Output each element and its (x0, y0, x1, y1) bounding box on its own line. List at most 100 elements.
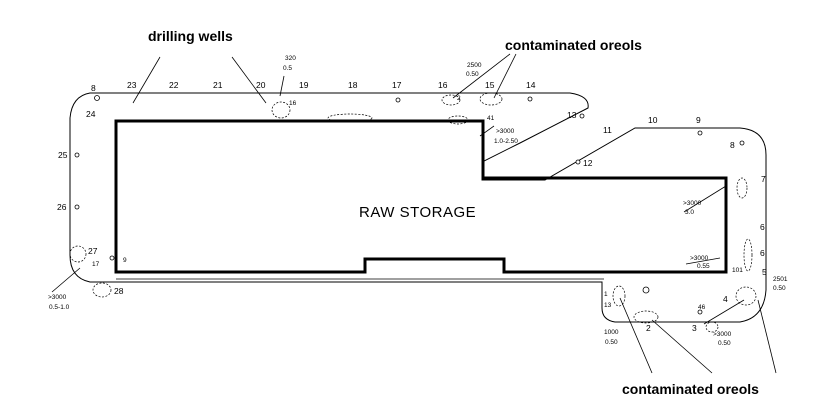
annotation-value: 0.55 (697, 263, 710, 270)
well-number: 16 (438, 80, 448, 90)
well-number: 6 (760, 222, 765, 232)
annotation-value: 1.0-2.50 (494, 138, 518, 145)
leader-anno-bottom-right (703, 299, 745, 325)
oreol-upper-mid (327, 113, 373, 123)
well-marker (395, 97, 401, 103)
outer-boundary (69, 92, 767, 323)
leader-anno-upper-mid (479, 125, 495, 137)
oreol-right-corner (735, 286, 757, 306)
well-number: 18 (348, 80, 358, 90)
well-number: 19 (299, 80, 309, 90)
well-marker (94, 95, 100, 101)
label-drilling-wells: drilling wells (148, 28, 233, 44)
well-number: 7 (761, 174, 766, 184)
label-raw-storage: RAW STORAGE (359, 204, 476, 221)
well-marker (527, 96, 533, 102)
well-number: 8 (91, 83, 96, 93)
well-number: 24 (86, 109, 96, 119)
well-number: 3 (692, 323, 697, 333)
well-number: 1 (604, 291, 608, 298)
annotation-value: 3.0 (685, 209, 694, 216)
oreol-right-lower (743, 238, 753, 272)
leader-anno-right-mid (683, 185, 727, 213)
well-number: 25 (58, 150, 68, 160)
well-number: 10 (648, 115, 658, 125)
annotation-value: >3000 (713, 331, 732, 338)
oreol-top-a (441, 94, 461, 106)
label-contaminated-oreols-bottom: contaminated oreols (622, 381, 759, 397)
oreol-top-left (271, 101, 291, 119)
well-number: 28 (114, 286, 124, 296)
well-number: 6 (760, 248, 765, 258)
oreol-right-mid (736, 177, 748, 199)
well-number: 41 (487, 115, 495, 122)
well-marker (109, 255, 115, 261)
well-marker (697, 309, 703, 315)
annotation-value: >3000 (690, 255, 709, 262)
label-contaminated-oreols-top: contaminated oreols (505, 37, 642, 53)
leader-contam-top-2 (493, 53, 517, 99)
well-number: 4 (723, 294, 728, 304)
well-marker (739, 140, 745, 146)
well-marker (579, 113, 585, 119)
oreol-left-27 (69, 245, 87, 263)
well-number: 17 (92, 261, 100, 268)
annotation-value: 0.50 (466, 71, 479, 78)
well-number: 9 (123, 257, 127, 264)
annotation-value: 0.5 (283, 65, 292, 72)
leader-anno-right-low (685, 257, 721, 265)
well-number: 27 (88, 246, 98, 256)
leader-anno-top-left (279, 75, 285, 97)
annotation-value: 0.50 (773, 285, 786, 292)
leader-drilling-2 (231, 56, 267, 104)
well-number: 2 (457, 95, 461, 102)
annotation-value: 1000 (604, 329, 619, 336)
leader-contam-top-1 (452, 53, 511, 99)
well-number: 13 (567, 110, 577, 120)
well-number: 2 (646, 323, 651, 333)
leader-contam-bottom-3 (757, 299, 777, 374)
well-number: 20 (256, 80, 266, 90)
well-number: 16 (289, 100, 297, 107)
annotation-value: >3000 (496, 128, 515, 135)
annotation-value: 0.50 (605, 339, 618, 346)
leader-contam-bottom-1 (619, 297, 653, 374)
well-number: 14 (526, 80, 536, 90)
annotation-value: 0.50 (718, 340, 731, 347)
annotation-value: 0.5-1.0 (49, 304, 70, 311)
well-marker (575, 159, 581, 165)
well-number: 5 (762, 267, 767, 277)
oreol-top-b (479, 92, 503, 106)
leader-anno-bottom-left (51, 267, 81, 293)
well-marker (642, 286, 650, 294)
well-marker (74, 152, 80, 158)
oreol-bottom-3 (705, 321, 719, 333)
leader-drilling-1 (132, 56, 161, 104)
well-number: 46 (698, 304, 706, 311)
well-marker (74, 204, 80, 210)
well-marker (697, 130, 703, 136)
raw-storage-outline (114, 119, 728, 274)
well-number: 8 (730, 140, 735, 150)
well-number: 22 (169, 80, 179, 90)
oreol-bottom-left (92, 282, 112, 298)
well-number: 101 (732, 267, 743, 274)
well-number: 11 (603, 125, 612, 135)
well-number: 12 (583, 158, 593, 168)
annotation-value: 320 (285, 55, 296, 62)
annotation-value: >3000 (48, 294, 67, 301)
oreol-upper-right (447, 115, 469, 125)
annotation-value: 2501 (773, 276, 788, 283)
oreol-bottom-1 (612, 285, 626, 307)
well-number: 26 (57, 202, 67, 212)
leader-contam-bottom-2 (651, 319, 713, 374)
oreol-bottom-2 (633, 310, 659, 324)
well-number: 21 (213, 80, 223, 90)
annotation-value: 2500 (467, 62, 482, 69)
well-number: 17 (392, 80, 402, 90)
annotation-value: >3000 (683, 200, 702, 207)
well-number: 9 (696, 115, 701, 125)
well-number: 15 (485, 80, 495, 90)
